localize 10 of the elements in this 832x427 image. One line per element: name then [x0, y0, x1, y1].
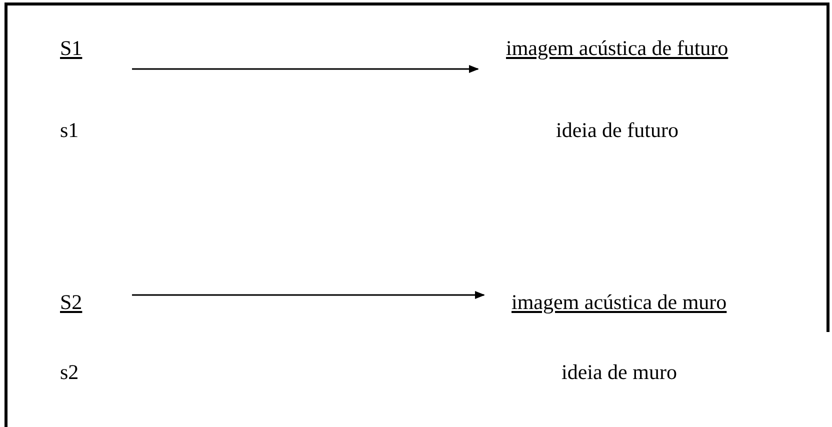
- meaning-text: ideia de futuro: [556, 118, 678, 142]
- arrow: [132, 291, 485, 299]
- sign-label: s2: [60, 360, 79, 384]
- sign-label: s1: [60, 118, 79, 142]
- sign-label: S1: [60, 36, 82, 60]
- term-text: imagem acústica de muro: [512, 290, 727, 314]
- term-text: imagem acústica de futuro: [506, 36, 728, 60]
- sign-label: S2: [60, 290, 82, 314]
- meaning-text: ideia de muro: [562, 360, 677, 384]
- arrow: [132, 65, 479, 73]
